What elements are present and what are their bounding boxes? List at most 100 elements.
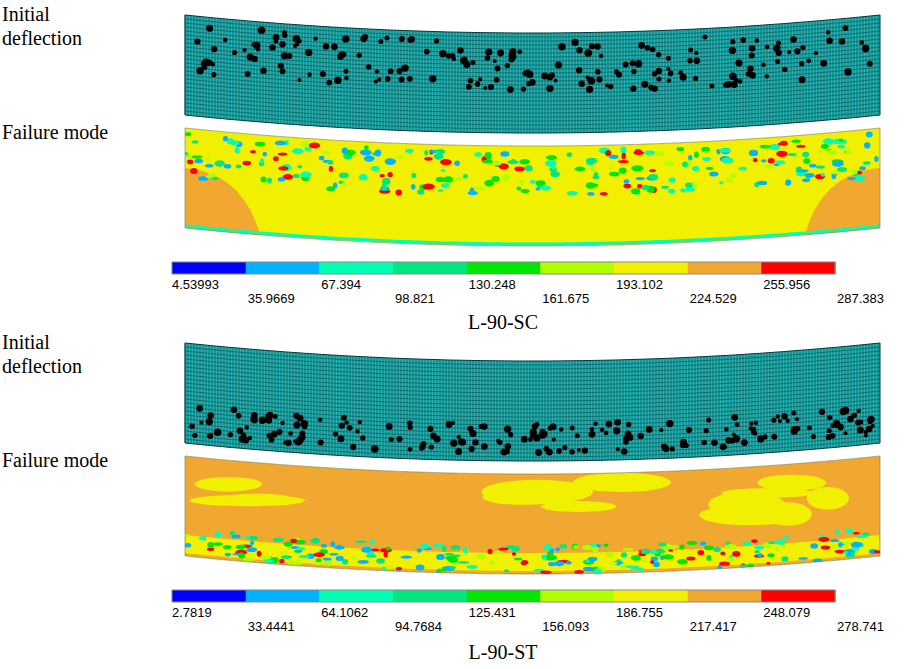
void-dot [470, 60, 475, 65]
contour-speck [769, 144, 780, 150]
colorbar-segment [393, 590, 467, 602]
contour-speck [521, 189, 530, 193]
contour-speck [366, 554, 377, 557]
legend-value: 125.431 [469, 605, 516, 620]
mesh-line [224, 347, 225, 447]
mesh-line [650, 31, 651, 131]
mesh-line [875, 344, 876, 444]
contour-speck [641, 185, 649, 190]
case-title: L-90-SC [468, 310, 538, 334]
void-dot [297, 78, 301, 82]
void-dot [635, 60, 642, 67]
contour-speck [642, 560, 647, 563]
contour-speck [278, 177, 285, 181]
void-dot [575, 433, 580, 438]
contour-speck [301, 141, 311, 147]
mesh-line [455, 32, 456, 132]
mesh-line [185, 379, 880, 397]
void-dot [621, 448, 628, 455]
mesh-line [818, 21, 819, 121]
legend-value: 67.394 [321, 277, 361, 292]
mesh-line [269, 23, 270, 123]
contour-speck [207, 542, 214, 548]
row-label: Initial deflection [2, 330, 122, 378]
mesh-line [842, 19, 843, 119]
mesh-line [689, 357, 690, 457]
void-dot [827, 415, 832, 420]
contour-speck [729, 174, 737, 178]
void-dot [223, 38, 228, 43]
mesh-line [710, 28, 711, 128]
mesh-line [212, 18, 213, 118]
mesh-line [554, 361, 555, 461]
contour-speck [184, 534, 190, 537]
void-dot [864, 433, 868, 437]
mesh-line [458, 32, 459, 132]
contour-speck [818, 149, 822, 153]
mesh-line [401, 358, 402, 458]
void-dot [775, 59, 780, 64]
void-dot [407, 38, 412, 43]
mesh-line [647, 359, 648, 459]
mesh-line [692, 357, 693, 457]
mesh-line [803, 22, 804, 122]
contour-speck [249, 536, 258, 541]
void-dot [337, 435, 344, 442]
mesh-line [740, 27, 741, 127]
contour-speck [530, 180, 535, 184]
mesh-line [821, 349, 822, 449]
contour-speck [351, 556, 356, 560]
contour-speck [725, 544, 737, 549]
contour-speck [448, 557, 458, 563]
contour-speck [761, 159, 766, 162]
contour-speck [863, 161, 871, 165]
void-dot [305, 49, 312, 56]
contour-speck [213, 542, 223, 546]
contour-speck [827, 150, 838, 156]
mesh-line [785, 351, 786, 451]
contour-speck [758, 553, 763, 557]
void-dot [600, 428, 604, 432]
contour-speck [440, 159, 452, 165]
void-dot [666, 56, 671, 61]
mesh-line [392, 30, 393, 130]
contour-speck [842, 542, 853, 545]
contour-speck [662, 554, 674, 559]
contour-speck [567, 191, 578, 195]
mesh-line [539, 361, 540, 461]
void-dot [450, 439, 457, 446]
mesh-line [674, 30, 675, 130]
mesh-line [587, 361, 588, 461]
void-dot [396, 436, 402, 442]
void-dot [710, 84, 715, 89]
void-dot [488, 84, 494, 90]
mesh-line [794, 351, 795, 451]
void-dot [355, 429, 359, 433]
colorbar-segment [540, 590, 614, 602]
mesh-line [479, 361, 480, 461]
contour-speck [482, 160, 493, 164]
contour-speck [474, 186, 485, 190]
contour-speck [622, 153, 626, 159]
mesh-line [491, 33, 492, 133]
contour-speck [798, 169, 809, 172]
void-dot [735, 60, 742, 67]
void-dot [231, 407, 238, 414]
contour-speck [842, 545, 848, 548]
contour-speck [364, 156, 375, 162]
mesh-line [233, 348, 234, 448]
legend-value: 35.9669 [248, 291, 295, 306]
contour-speck [573, 545, 578, 549]
void-dot [408, 36, 415, 43]
mesh-line [185, 99, 880, 117]
contour-speck [316, 558, 322, 562]
colorbar-segment [319, 590, 393, 602]
contour-speck [554, 561, 564, 566]
contour-speck [488, 549, 493, 555]
mesh-line [185, 63, 880, 81]
contour-strip [185, 226, 880, 244]
contour-speck [370, 540, 375, 544]
void-dot [806, 59, 811, 64]
colorbar-segment [246, 262, 320, 274]
mesh-line [200, 17, 201, 117]
